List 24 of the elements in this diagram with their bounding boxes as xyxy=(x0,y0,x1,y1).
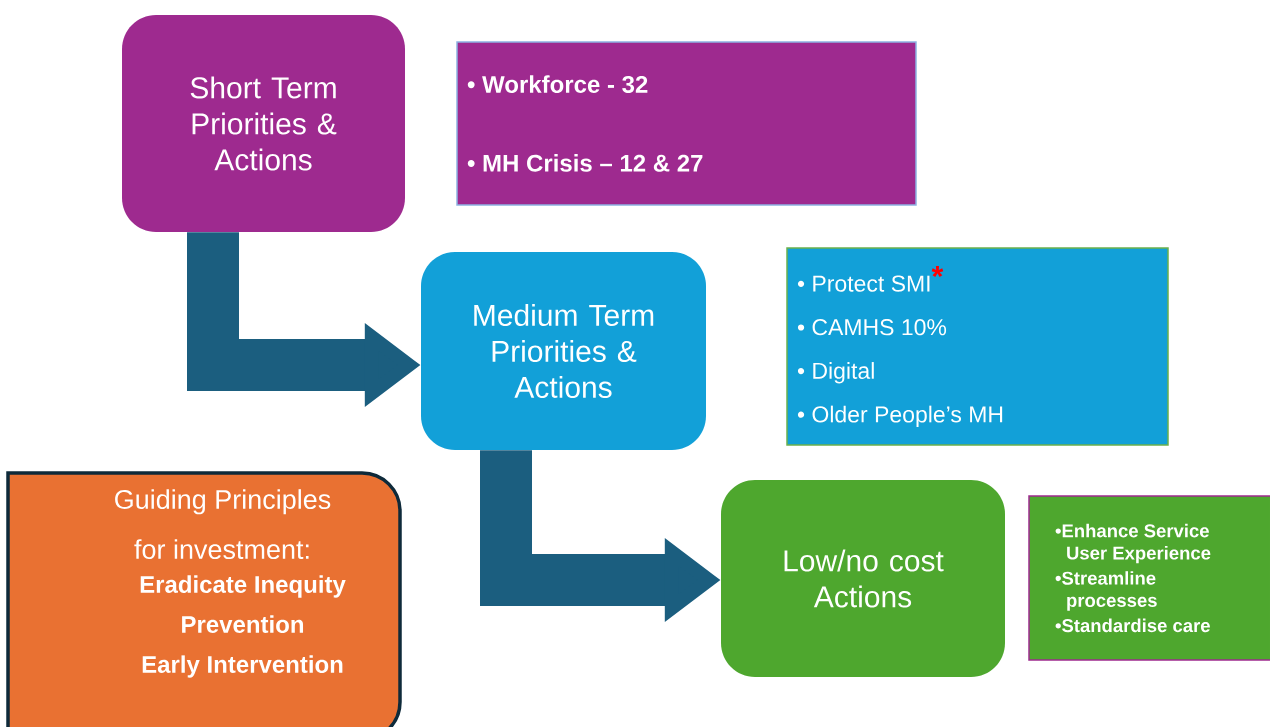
principle: Early Intervention xyxy=(142,655,343,678)
asterisk: * xyxy=(931,265,944,278)
bullet-item: • Older People’s MH xyxy=(797,405,1003,428)
bullet-item: •Standardise care xyxy=(1055,618,1210,633)
bullet-item: • CAMHS 10% xyxy=(797,319,947,336)
stage-box xyxy=(421,252,706,450)
bullet-list-box xyxy=(1028,495,1270,661)
bullet-item: •Streamline processes xyxy=(1055,571,1157,611)
stage-box xyxy=(122,15,405,232)
stage-label: Medium Term Priorities & Actions xyxy=(474,303,654,398)
stage-box xyxy=(721,480,1005,677)
bullet-item: • Protect SMI xyxy=(797,275,930,292)
bullet-item: • MH Crisis – 12 & 27 xyxy=(467,154,703,172)
bullet-list-box xyxy=(456,41,917,206)
bullet-list-box xyxy=(786,247,1169,446)
stage-label: Short Term Priorities & Actions xyxy=(190,76,337,171)
principles-box xyxy=(6,471,402,727)
bullet-item: •Enhance Service User Experience xyxy=(1055,523,1211,564)
principle: Eradicate Inequity xyxy=(140,575,346,598)
principle: Prevention xyxy=(182,615,304,633)
heading: Guiding Principles for investment: xyxy=(115,489,331,559)
stage-label: Low/no cost Actions xyxy=(784,549,944,608)
bullet-item: • Workforce - 32 xyxy=(467,75,648,93)
bullet-item: • Digital xyxy=(797,362,874,384)
